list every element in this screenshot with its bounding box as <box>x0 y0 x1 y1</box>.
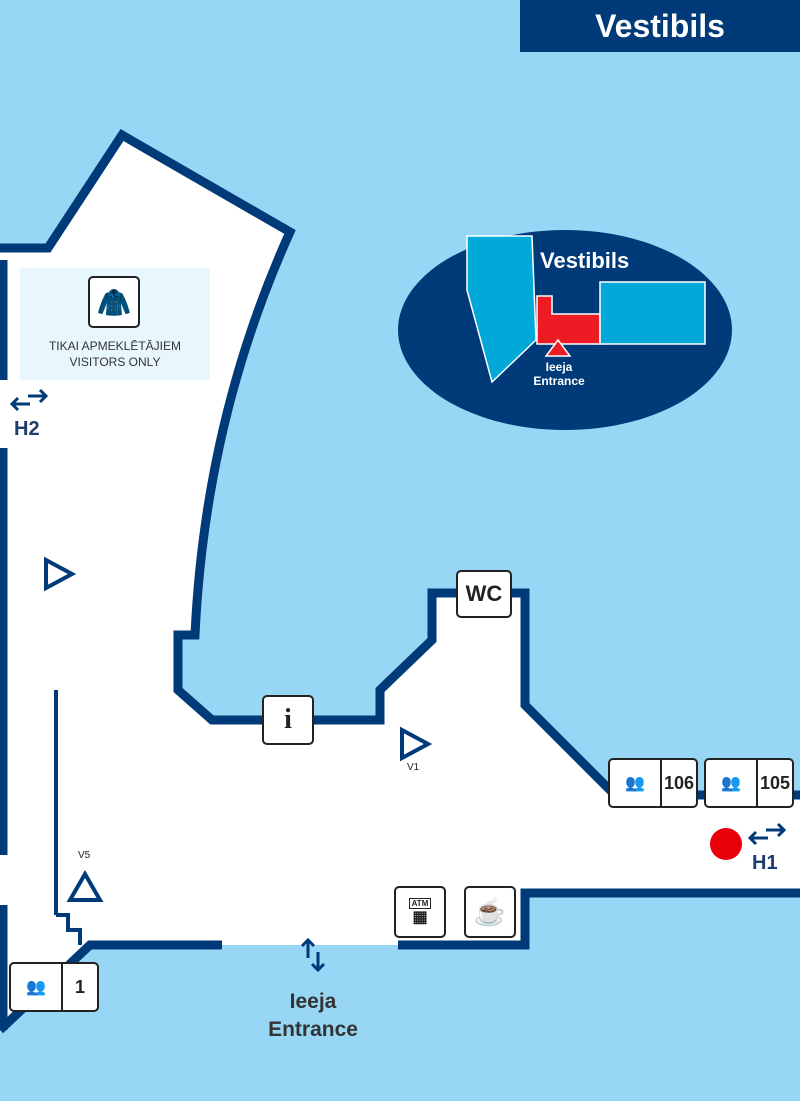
legend-minimap <box>398 230 732 430</box>
cloakroom-icon: 🧥 <box>88 276 140 328</box>
legend-entrance-label: Ieeja Entrance <box>528 360 590 388</box>
atm-label: ATM <box>408 897 432 909</box>
cloakroom-label: TIKAI APMEKLĒTĀJIEM VISITORS ONLY <box>20 338 210 370</box>
v1-label: V1 <box>407 762 420 773</box>
h1-label: H1 <box>752 852 778 874</box>
room-number: 1 <box>74 976 85 997</box>
room-106: 👥 106 <box>608 758 698 808</box>
h2-transfer-arrows-icon <box>9 388 49 412</box>
cloakroom-area: 🧥 TIKAI APMEKLĒTĀJIEM VISITORS ONLY <box>20 268 210 380</box>
information-icon: i <box>262 695 314 745</box>
room-1: 👥 1 <box>9 962 99 1012</box>
lecture-room-icon: 👥 <box>610 760 662 806</box>
cloakroom-label-lv: TIKAI APMEKLĒTĀJIEM <box>48 339 182 353</box>
lecture-room-icon: 👥 <box>11 964 63 1010</box>
v5-label: V5 <box>78 850 91 861</box>
legend-entrance-en: Entrance <box>533 374 585 388</box>
direction-triangle-icon <box>44 556 77 592</box>
entrance-label-en: Entrance <box>268 1018 358 1041</box>
walls <box>0 128 800 1034</box>
page-title: Vestibils <box>520 0 800 52</box>
you-are-here-dot <box>710 828 742 860</box>
v1-triangle-icon <box>400 726 433 762</box>
lecture-room-icon: 👥 <box>706 760 758 806</box>
cafe-icon: ☕ <box>464 886 516 938</box>
stairs <box>56 913 82 945</box>
atm-icon: ATM ▦ <box>394 886 446 938</box>
h1-transfer-arrows-icon <box>747 822 787 846</box>
legend-entrance-lv: Ieeja <box>545 360 573 374</box>
atm-keypad-icon: ▦ <box>412 908 428 926</box>
room-105: 👥 105 <box>704 758 794 808</box>
main-entrance-label: Ieeja Entrance <box>250 988 376 1044</box>
entrance-arrows-icon <box>300 937 326 973</box>
entrance-label-lv: Ieeja <box>289 990 337 1013</box>
room-number: 105 <box>759 772 791 793</box>
v5-triangle-icon <box>66 869 104 902</box>
h2-label: H2 <box>14 418 40 440</box>
wc-icon: WC <box>456 570 512 618</box>
room-number: 106 <box>663 772 695 793</box>
legend-title: Vestibils <box>540 248 630 273</box>
cloakroom-label-en: VISITORS ONLY <box>69 355 161 369</box>
